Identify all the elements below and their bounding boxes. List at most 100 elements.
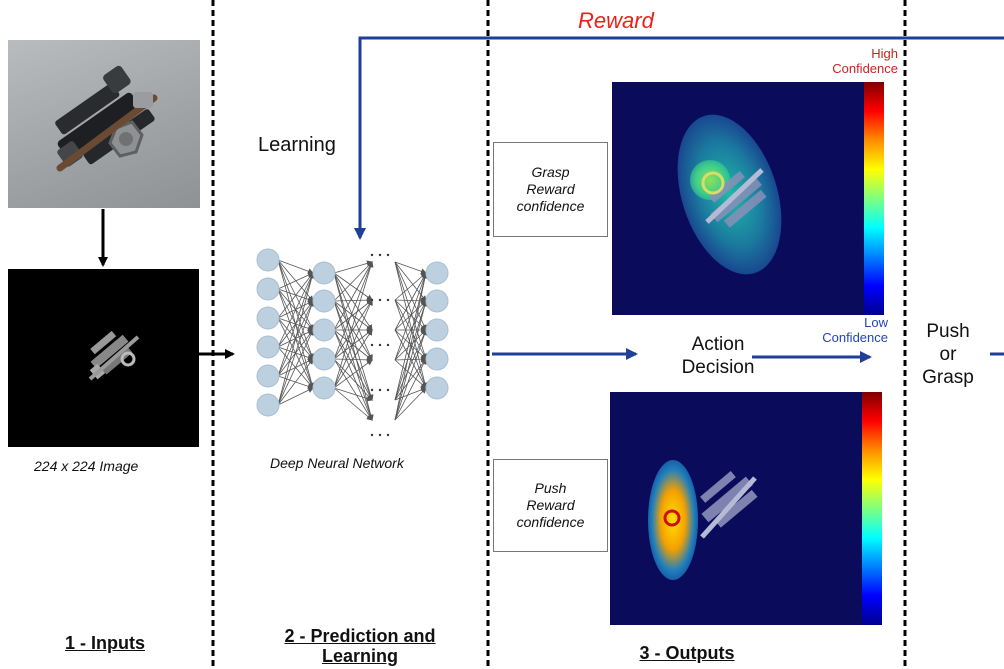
low-line-2: Confidence bbox=[822, 330, 888, 345]
bolts-illustration bbox=[55, 65, 158, 172]
action-decision-label: Action Decision bbox=[668, 333, 768, 379]
network-ellipsis-dot bbox=[378, 253, 382, 257]
network-ellipsis-dot bbox=[378, 388, 382, 392]
network-node bbox=[256, 306, 280, 330]
grasp-objects-overlay bbox=[701, 168, 767, 228]
section-outputs-title: 3 - Outputs bbox=[639, 643, 735, 663]
network-ellipsis-dot bbox=[370, 343, 374, 347]
network-connection bbox=[277, 272, 314, 348]
network-connection bbox=[394, 272, 428, 421]
network-connection bbox=[333, 297, 373, 304]
network-connection bbox=[394, 272, 428, 401]
network-connection bbox=[333, 272, 374, 421]
grasp-heatmap bbox=[612, 82, 884, 315]
mask-objects-illustration bbox=[88, 330, 140, 381]
network-connection bbox=[394, 299, 427, 360]
network-ellipsis-dot bbox=[378, 343, 382, 347]
network-node bbox=[312, 376, 336, 400]
push-heatmap bbox=[610, 392, 882, 625]
network-connection bbox=[333, 300, 374, 421]
network-connection bbox=[333, 358, 373, 421]
high-confidence-label: High Confidence bbox=[800, 46, 898, 76]
section-inputs-title: 1 - Inputs bbox=[65, 633, 145, 653]
network-connection bbox=[333, 272, 373, 331]
network-connection bbox=[394, 272, 427, 301]
network-ellipsis-dot bbox=[386, 433, 390, 437]
network-ellipsis-dot bbox=[370, 298, 374, 302]
network-connection bbox=[394, 358, 427, 401]
network-ellipsis-dot bbox=[386, 253, 390, 257]
section-prediction-title: 2 - Prediction and Learning bbox=[255, 626, 465, 666]
network-connection bbox=[277, 272, 314, 319]
grasp-box-line-1: Grasp bbox=[531, 164, 570, 180]
network-connection bbox=[394, 261, 427, 275]
network-connection bbox=[333, 261, 374, 389]
network-node bbox=[256, 364, 280, 388]
network-connection bbox=[333, 359, 373, 389]
network-node bbox=[425, 261, 449, 285]
section-prediction-line-2: Learning bbox=[321, 646, 398, 666]
learning-label: Learning bbox=[258, 134, 336, 156]
neural-network-graphic bbox=[256, 248, 449, 437]
network-connection bbox=[333, 299, 373, 331]
network-connection bbox=[333, 261, 373, 302]
network-connection bbox=[394, 261, 428, 389]
action-line-1: Action bbox=[691, 334, 745, 355]
network-ellipsis-dot bbox=[386, 298, 390, 302]
network-ellipsis-dot bbox=[370, 388, 374, 392]
network-connection bbox=[394, 300, 428, 421]
network-connection bbox=[333, 260, 373, 274]
network-node bbox=[312, 261, 336, 285]
image-caption: 224 x 224 Image bbox=[34, 458, 139, 474]
network-connection bbox=[277, 272, 315, 377]
network-connection bbox=[394, 272, 427, 331]
reward-feedback-arrow bbox=[354, 36, 1004, 240]
push-line-3: Grasp bbox=[922, 367, 974, 388]
push-box-line-1: Push bbox=[534, 480, 567, 496]
network-connection bbox=[277, 272, 314, 290]
push-line-2: or bbox=[939, 344, 957, 365]
network-connection bbox=[333, 272, 373, 361]
network-connection bbox=[333, 272, 373, 301]
network-ellipsis-dot bbox=[378, 433, 382, 437]
network-connection bbox=[277, 358, 314, 406]
network-connection bbox=[277, 259, 314, 275]
network-node bbox=[312, 318, 336, 342]
section-prediction-line-1: 2 - Prediction and bbox=[284, 626, 436, 646]
network-connection bbox=[394, 272, 428, 361]
push-box-line-3: confidence bbox=[516, 514, 585, 530]
network-connection bbox=[333, 300, 374, 401]
input-photo bbox=[8, 40, 200, 208]
network-node bbox=[256, 335, 280, 359]
grasp-box-line-3: confidence bbox=[516, 198, 585, 214]
network-node bbox=[256, 248, 280, 272]
grasp-box-line-2: Reward bbox=[526, 181, 575, 197]
network-ellipsis-dot bbox=[386, 343, 390, 347]
network-connection bbox=[277, 300, 315, 406]
reward-label: Reward bbox=[578, 8, 654, 33]
network-node bbox=[425, 289, 449, 313]
network-ellipsis-dot bbox=[370, 253, 374, 257]
network-connection bbox=[394, 358, 427, 421]
push-box-line-2: Reward bbox=[526, 497, 575, 513]
network-ellipsis-dot bbox=[370, 433, 374, 437]
network-connection bbox=[333, 261, 373, 331]
network-node bbox=[425, 347, 449, 371]
low-line-1: Low bbox=[864, 315, 888, 330]
network-connection bbox=[394, 329, 428, 421]
network-connection bbox=[333, 387, 373, 402]
network-node bbox=[425, 376, 449, 400]
network-caption: Deep Neural Network bbox=[270, 455, 404, 471]
network-connection bbox=[333, 261, 373, 360]
network-node bbox=[256, 393, 280, 417]
network-connection bbox=[333, 329, 373, 401]
colorbar-top bbox=[864, 82, 884, 315]
push-or-grasp-label: Push or Grasp bbox=[908, 320, 988, 389]
network-connection bbox=[277, 329, 314, 406]
network-connection bbox=[333, 329, 373, 389]
network-connection bbox=[333, 299, 373, 360]
network-connection bbox=[333, 329, 373, 421]
push-objects-overlay bbox=[663, 471, 758, 539]
network-node bbox=[256, 277, 280, 301]
